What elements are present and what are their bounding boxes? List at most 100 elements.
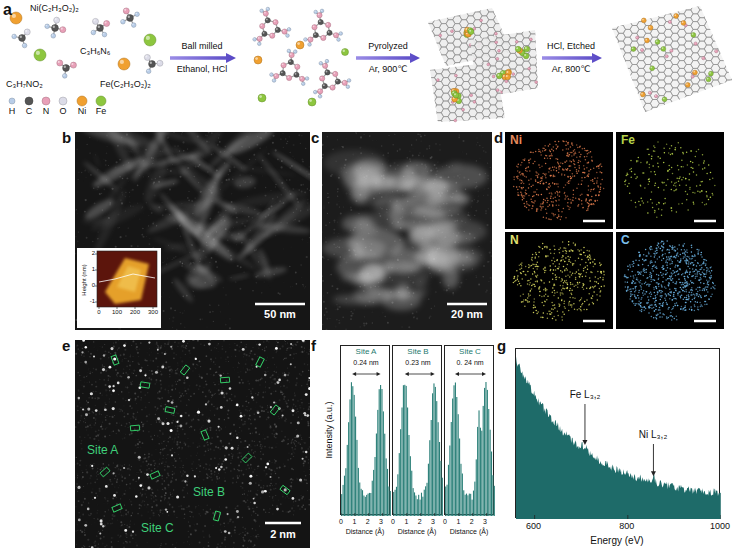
texture-dot xyxy=(372,140,373,141)
texture-dot xyxy=(442,166,443,167)
texture-dot xyxy=(167,258,168,259)
texture-dot xyxy=(302,161,304,163)
element-signal xyxy=(547,206,549,208)
texture-dot xyxy=(207,171,209,173)
texture-dot xyxy=(298,189,300,191)
texture-dot xyxy=(97,231,99,233)
texture-dot xyxy=(266,255,267,256)
texture-dot xyxy=(171,282,173,284)
texture-dot xyxy=(489,252,491,254)
texture-dot xyxy=(459,286,460,287)
texture-dot xyxy=(322,232,323,233)
texture-dot xyxy=(307,242,309,244)
texture-dot xyxy=(219,141,221,143)
texture-dot xyxy=(301,158,303,160)
texture-dot xyxy=(429,145,431,147)
texture-dot xyxy=(128,228,129,229)
texture-dot xyxy=(275,149,277,151)
texture-dot xyxy=(244,225,245,226)
texture-dot xyxy=(225,294,227,296)
texture-dot xyxy=(387,322,389,324)
element-signal xyxy=(550,219,552,221)
element-signal xyxy=(551,153,553,155)
texture-dot xyxy=(269,138,271,140)
element-signal xyxy=(548,145,550,147)
texture-dot xyxy=(343,290,344,291)
texture-dot xyxy=(225,324,227,326)
texture-dot xyxy=(85,177,86,178)
texture-dot xyxy=(339,206,340,207)
element-signal xyxy=(564,198,566,200)
texture-dot xyxy=(483,265,485,267)
texture-dot xyxy=(322,280,324,282)
texture-dot xyxy=(387,136,389,138)
texture-dot xyxy=(490,167,491,168)
texture-dot xyxy=(216,266,218,268)
element-signal xyxy=(573,154,575,156)
texture-dot xyxy=(365,305,366,306)
element-signal xyxy=(558,216,560,218)
texture-dot xyxy=(262,175,263,176)
texture-dot xyxy=(304,287,305,288)
element-signal xyxy=(562,163,564,165)
texture-dot xyxy=(175,318,176,319)
texture-dot xyxy=(151,212,153,214)
element-signal xyxy=(558,172,560,174)
texture-dot xyxy=(478,196,479,197)
texture-dot xyxy=(483,258,485,260)
texture-dot xyxy=(337,196,338,197)
texture-dot xyxy=(249,159,250,160)
texture-dot xyxy=(435,143,436,144)
texture-dot xyxy=(483,195,484,196)
texture-dot xyxy=(490,250,491,251)
texture-dot xyxy=(416,318,418,320)
texture-dot xyxy=(272,142,274,144)
texture-dot xyxy=(337,139,338,140)
element-signal xyxy=(601,166,603,168)
texture-dot xyxy=(128,181,129,182)
texture-dot xyxy=(395,312,396,313)
texture-dot xyxy=(283,147,284,148)
element-signal xyxy=(563,208,565,210)
texture-dot xyxy=(141,234,143,236)
texture-dot xyxy=(166,193,168,195)
texture-dot xyxy=(474,199,475,200)
texture-dot xyxy=(488,188,489,189)
texture-dot xyxy=(487,261,488,262)
texture-dot xyxy=(261,292,262,293)
texture-dot xyxy=(303,285,304,286)
texture-dot xyxy=(429,148,430,149)
texture-dot xyxy=(322,184,323,186)
texture-dot xyxy=(253,154,255,156)
texture-dot xyxy=(351,311,352,312)
texture-dot xyxy=(330,274,332,276)
texture-dot xyxy=(76,209,77,210)
texture-dot xyxy=(172,320,174,322)
element-signal xyxy=(537,175,539,177)
nanosheet xyxy=(428,242,459,272)
texture-dot xyxy=(485,151,487,153)
texture-dot xyxy=(469,215,470,216)
texture-dot xyxy=(482,147,483,148)
texture-dot xyxy=(371,311,373,313)
texture-dot xyxy=(305,286,306,287)
texture-dot xyxy=(78,172,80,174)
element-signal xyxy=(550,155,552,157)
texture-dot xyxy=(132,189,134,191)
texture-dot xyxy=(302,284,303,285)
texture-dot xyxy=(286,179,288,181)
texture-dot xyxy=(152,223,154,225)
texture-dot xyxy=(409,151,411,153)
element-signal xyxy=(530,178,532,180)
element-signal xyxy=(553,169,555,171)
texture-dot xyxy=(483,276,484,277)
texture-dot xyxy=(199,319,201,321)
texture-dot xyxy=(322,324,323,326)
texture-dot xyxy=(216,169,218,171)
texture-dot xyxy=(463,140,465,142)
texture-dot xyxy=(338,200,340,202)
texture-dot xyxy=(228,174,229,175)
texture-dot xyxy=(408,326,410,328)
texture-dot xyxy=(327,213,328,214)
texture-dot xyxy=(163,292,164,293)
